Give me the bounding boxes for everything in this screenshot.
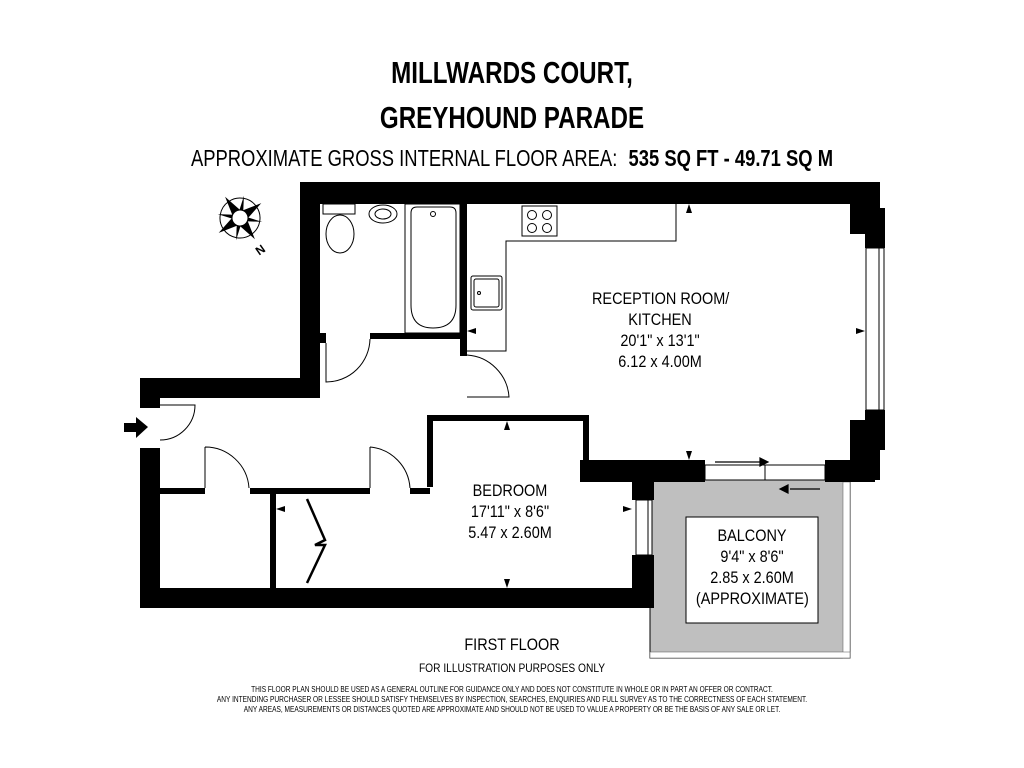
bedroom-door: [369, 446, 411, 489]
disclaimer-line: THIS FLOOR PLAN SHOULD BE USED AS A GENE…: [251, 685, 773, 694]
disclaimer-line: ANY INTENDING PURCHASER OR LESSEE SHOULD…: [216, 695, 808, 704]
bathroom-fixtures: [322, 203, 461, 334]
balcony-label: BALCONY 9'4" x 8'6" 2.85 x 2.60M (APPROX…: [695, 525, 809, 609]
floor-area: APPROXIMATE GROSS INTERNAL FLOOR AREA: 53…: [102, 145, 921, 172]
property-title-line1: MILLWARDS COURT,: [391, 55, 633, 90]
bedroom-imperial: 17'11" x 8'6": [470, 502, 550, 521]
bathtub-icon: [410, 206, 457, 329]
sliding-door-arrows: [715, 457, 820, 494]
balcony-name: BALCONY: [717, 526, 787, 545]
reception-room-name-line2: KITCHEN: [628, 310, 692, 329]
illustration-note: FOR ILLUSTRATION PURPOSES ONLY: [418, 661, 606, 675]
floor-area-label: APPROXIMATE GROSS INTERNAL FLOOR AREA:: [190, 145, 618, 171]
balcony-metric: 2.85 x 2.60M: [710, 568, 794, 587]
reception-room-metric: 6.12 x 4.00M: [618, 352, 702, 371]
compass-rose-icon: [217, 195, 263, 241]
bathroom-door: [325, 338, 371, 383]
balcony-area: [649, 479, 851, 659]
measurement-ticks: [276, 204, 865, 588]
kitchen-fixtures: [467, 204, 677, 352]
hob-icon: [521, 205, 558, 237]
floor-name: FIRST FLOOR: [464, 635, 560, 654]
walls: [140, 182, 885, 608]
cupboard-door: [204, 446, 250, 489]
doors: [159, 338, 510, 584]
entrance-door: [159, 404, 196, 441]
reception-room-label: RECEPTION ROOM/ KITCHEN 20'1" x 13'1" 6.…: [592, 288, 730, 372]
windows: [635, 247, 885, 556]
entrance-arrow-icon: [124, 417, 148, 438]
property-title-line2: GREYHOUND PARADE: [379, 100, 645, 135]
floor-area-value: 535 SQ FT - 49.71 SQ M: [628, 145, 834, 171]
bedroom-label: BEDROOM 17'11" x 8'6" 5.47 x 2.60M: [459, 480, 561, 543]
balcony-imperial: 9'4" x 8'6": [720, 547, 784, 566]
toilet-cistern-icon: [322, 203, 356, 215]
toilet-icon: [325, 214, 355, 254]
disclaimer: THIS FLOOR PLAN SHOULD BE USED AS A GENE…: [92, 685, 932, 715]
reception-room-name-line1: RECEPTION ROOM/: [592, 289, 730, 308]
reception-door: [466, 354, 510, 398]
bedroom-metric: 5.47 x 2.60M: [468, 523, 552, 542]
wardrobe-bifold-door: [305, 498, 327, 584]
bedroom-name: BEDROOM: [472, 481, 548, 500]
reception-room-imperial: 20'1" x 13'1": [620, 331, 700, 350]
balcony-note: (APPROXIMATE): [695, 589, 809, 608]
disclaimer-line: ANY AREAS, MEASUREMENTS OR DISTANCES QUO…: [243, 705, 781, 714]
